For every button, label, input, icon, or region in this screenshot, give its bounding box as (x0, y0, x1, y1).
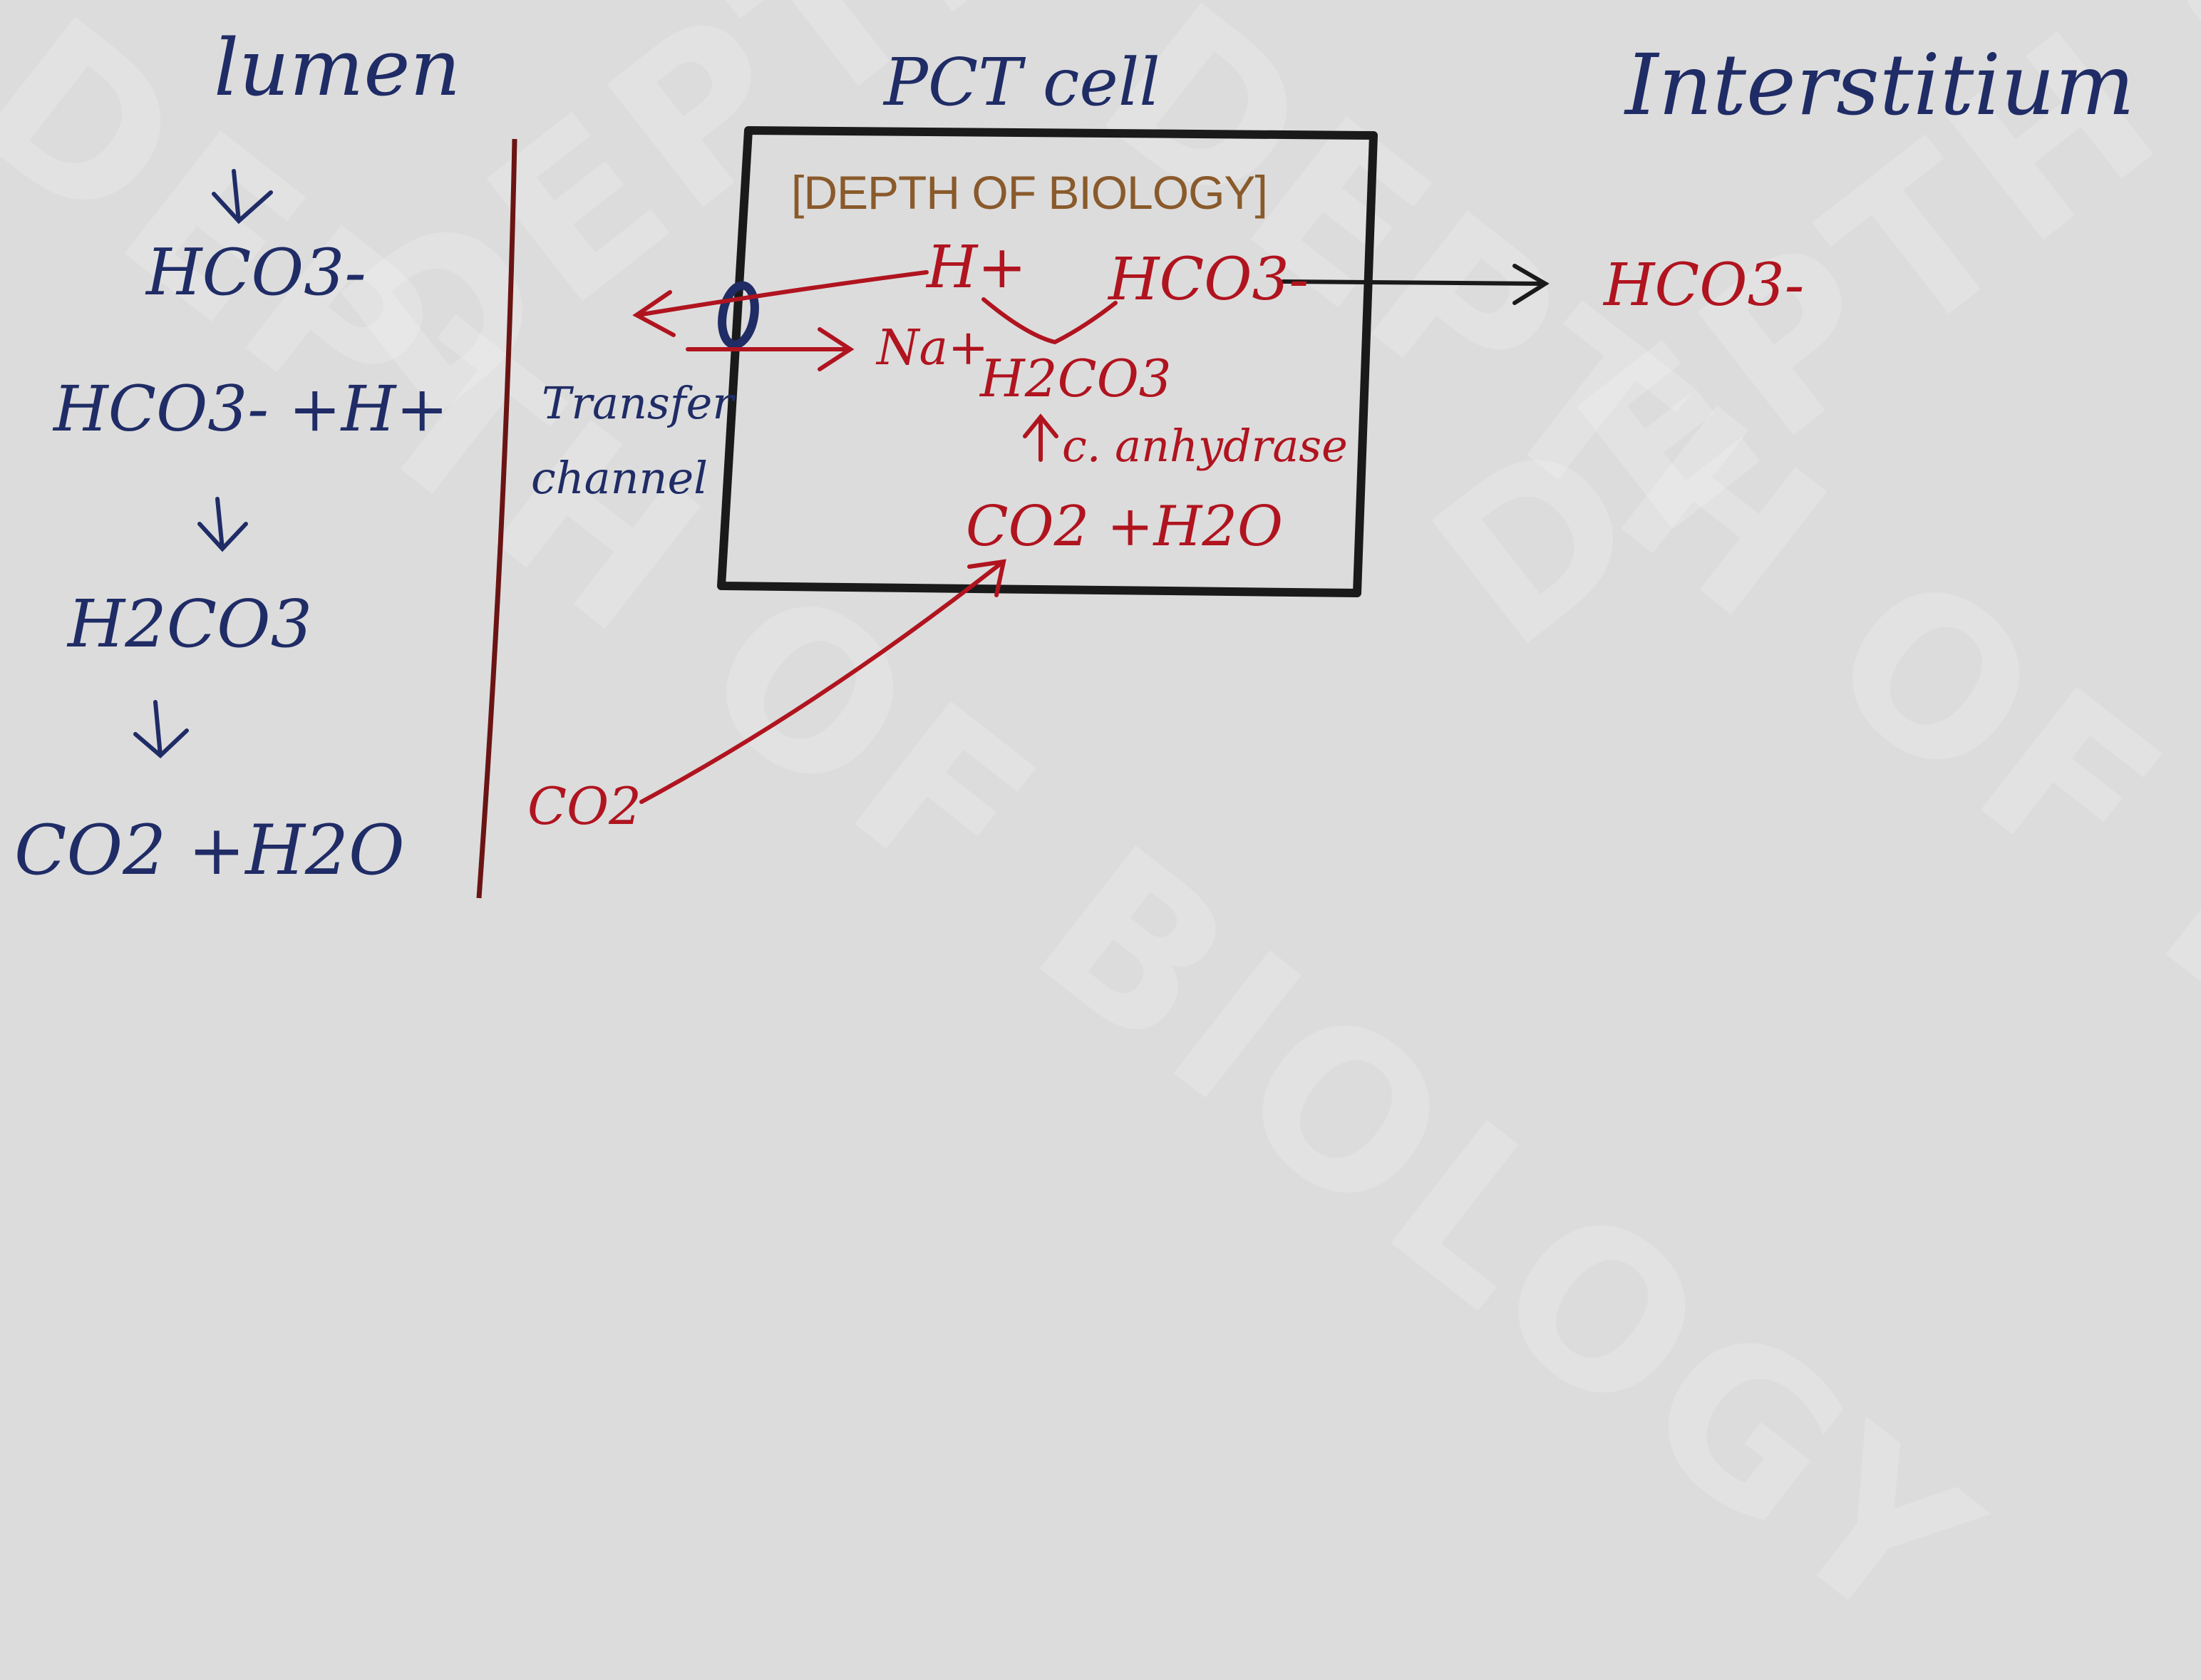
lumen-heading: lumen (214, 22, 461, 113)
brand-label: [DEPTH OF BIOLOGY] (791, 166, 1268, 219)
transfer-channel-line1: Transfer (542, 377, 733, 429)
lumen-hco3-h: HCO3- +H+ (53, 372, 449, 445)
whiteboard: DEPTH OF BIOLOGY DEPTH OF BIOLOGY DEPTH … (14, 22, 2135, 899)
enzyme-up-arrow (1023, 413, 1058, 462)
cell-na-plus: Na+ (877, 320, 989, 376)
lumen-h2co3: H2CO3 (68, 586, 313, 662)
interstitium-hco3: HCO3- (1604, 252, 1805, 319)
co2-entry-arrow (639, 559, 1006, 804)
h2co3-split-arrow (981, 297, 1118, 345)
lumen-arrow-2 (197, 497, 248, 552)
transfer-channel-ring (718, 281, 759, 349)
cell-hco3: HCO3- (1108, 246, 1309, 314)
diagram-strokes (133, 126, 1550, 899)
lumen-co2-h2o: CO2 +H2O (14, 810, 405, 890)
h-plus-efflux-arrow (632, 270, 929, 337)
lumen-hco3: HCO3- (146, 235, 366, 310)
interstitium-heading: Interstitium (1625, 36, 2135, 134)
transfer-channel-line2: channel (531, 452, 708, 504)
hco3-efflux-arrow (1281, 264, 1550, 305)
pct-cell-box (717, 126, 1378, 597)
na-plus-influx-arrow (686, 327, 855, 371)
cell-h2co3: H2CO3 (980, 349, 1172, 408)
enzyme-label: c. anhydrase (1062, 420, 1348, 472)
divider-line (476, 138, 517, 899)
lumen-arrow-3 (133, 700, 189, 759)
cell-co2-h2o: CO2 +H2O (966, 495, 1283, 559)
lumen-arrow-1 (212, 169, 273, 225)
pct-cell-heading: PCT cell (884, 44, 1160, 120)
cell-h-plus: H+ (927, 234, 1027, 302)
co2-outside: CO2 (527, 776, 641, 836)
